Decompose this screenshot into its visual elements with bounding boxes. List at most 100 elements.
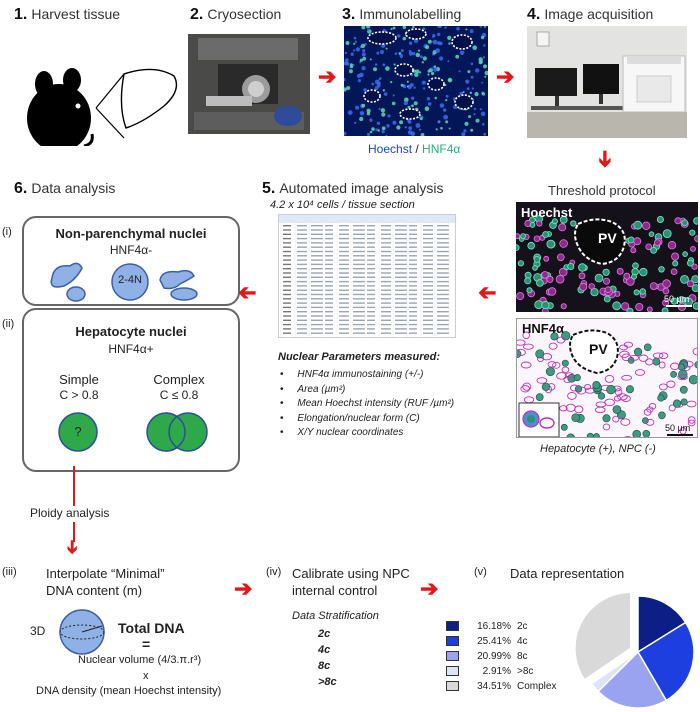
unknown-ploidy-mark: ? <box>74 424 82 439</box>
stratification-title: Data Stratification <box>292 610 379 622</box>
param-item: • HNF4α immunostaining (+/-) <box>280 369 424 380</box>
ploidy-connector-line-2 <box>73 522 75 542</box>
param-item: • X/Y nuclear coordinates <box>280 427 404 438</box>
legend-swatch <box>446 681 459 691</box>
complex-label: Complex <box>153 372 205 387</box>
npc-nucleus-label: 2-4N <box>118 274 142 286</box>
mouse-icon <box>27 68 94 146</box>
npc-nucleus-shape <box>170 287 198 301</box>
threshold-hnf4a-image: HNF4α PV 50 µm <box>516 318 698 438</box>
arrow-3-4: ➔ <box>496 64 515 89</box>
nuclear-volume-formula: Nuclear volume (4/3.π.r³) <box>78 654 202 666</box>
hnf4a-caption: HNF4α <box>422 142 461 156</box>
step-6-heading: 6.Data analysis <box>14 180 115 198</box>
legend-percent: 25.41% <box>477 635 511 647</box>
immunolabelling-image <box>344 26 488 136</box>
step-1-heading: 1.Harvest tissue <box>14 6 120 24</box>
stratum-4c: 4c <box>318 644 331 656</box>
legend-item-gt8c: 2.91% >8c <box>446 665 533 677</box>
microscope-photo <box>527 26 687 138</box>
legend-swatch <box>446 651 459 661</box>
threshold-hnf4a-label: HNF4α <box>522 321 564 336</box>
step-2-heading: 2.Cryosection <box>190 6 281 24</box>
threshold-pv-label: PV <box>598 230 617 246</box>
step-6-number: 6. <box>14 180 28 197</box>
arrow-iii-iv: ➔ <box>234 576 253 601</box>
arrow-ploidy-down: ➔ <box>62 539 83 555</box>
threshold-hoechst-image: Hoechst PV 50 µm <box>516 202 698 312</box>
arrow-iv-v: ➔ <box>420 576 439 601</box>
caption-separator: / <box>412 142 423 156</box>
ploidy-pie-chart <box>574 591 695 709</box>
times-sign: x <box>143 670 149 682</box>
step-3-heading: 3.Immunolabelling <box>342 6 461 24</box>
arrow-2-3: ➔ <box>318 64 337 89</box>
complex-threshold: C ≤ 0.8 <box>159 388 199 402</box>
legend-percent: 2.91% <box>482 665 511 677</box>
param-item: • Elongation/nuclear form (C) <box>280 412 420 424</box>
label-3d: 3D <box>30 624 46 638</box>
spreadsheet-thumbnail <box>278 214 456 338</box>
hepatocyte-nuclei-illustration <box>58 412 208 452</box>
iii-line-2: DNA content (m) <box>46 583 143 598</box>
roman-iii: (iii) <box>2 566 17 578</box>
roman-v: (v) <box>474 566 487 578</box>
param-item: • Mean Hoechst intensity (RUF /µm²) <box>280 398 455 409</box>
pie-slice-complex <box>574 591 632 681</box>
liver-icon <box>120 68 178 129</box>
threshold-scale-bar: 50 µm <box>664 294 690 304</box>
step-5-heading: 5.Automated image analysis <box>262 180 444 198</box>
ploidy-analysis-label: Ploidy analysis <box>30 506 110 520</box>
npc-nuclei-illustration <box>50 262 198 302</box>
iv-line-1: Calibrate using NPC <box>292 566 410 581</box>
legend-label: 8c <box>517 650 528 662</box>
legend-label: Complex <box>517 680 557 692</box>
npc-title: Non-parenchymal nuclei <box>55 226 207 241</box>
sphere-icon <box>59 609 105 655</box>
roman-iv: (iv) <box>266 566 282 578</box>
dna-density-formula: DNA density (mean Hoechst intensity) <box>36 685 222 697</box>
npc-subtitle: HNF4α- <box>109 243 153 257</box>
step-4-heading: 4.Image acquisition <box>527 6 653 24</box>
ploidy-connector-line <box>73 466 75 506</box>
total-dna-label: Total DNA <box>118 620 185 636</box>
cells-per-section-subtitle: 4.2 x 10⁴ cells / tissue section <box>270 199 415 211</box>
step-4-label: Image acquisition <box>544 6 654 22</box>
complex-nucleus-right <box>168 412 208 452</box>
roman-i: (i) <box>2 226 12 238</box>
legend-swatch <box>446 621 459 631</box>
npc-nucleus-shape <box>50 262 83 288</box>
step-5-number: 5. <box>262 180 276 197</box>
legend-label: 2c <box>517 620 528 632</box>
params-list: • HNF4α immunostaining (+/-) • Area (µm²… <box>280 368 454 441</box>
step-3-number: 3. <box>342 6 356 23</box>
step-3-label: Immunolabelling <box>359 6 462 22</box>
params-title: Nuclear Parameters measured: <box>278 351 441 363</box>
stratum-2c: 2c <box>318 628 331 640</box>
legend-label: >8c <box>517 665 534 677</box>
stratum-8c: 8c <box>318 660 331 672</box>
strata-list: 2c 4c 8c >8c <box>318 626 337 690</box>
legend-item-2c: 16.18%2c <box>446 620 528 632</box>
simple-threshold: C > 0.8 <box>59 388 99 402</box>
legend-item-complex: 34.51%Complex <box>446 680 556 692</box>
threshold-protocol-title: Threshold protocol <box>548 183 656 198</box>
npc-box: Non-parenchymal nuclei HNF4α- 2-4N <box>22 216 240 306</box>
mouse-liver-illustration <box>27 68 178 146</box>
immuno-caption: Hoechst / HNF4α <box>368 142 460 156</box>
step-5-label: Automated image analysis <box>279 180 444 196</box>
data-representation-title: Data representation <box>510 566 625 581</box>
threshold-pv-label-2: PV <box>589 341 608 357</box>
hoechst-caption: Hoechst <box>368 142 413 156</box>
npc-nucleus-circle <box>111 263 149 301</box>
pie-slice-gt8c <box>590 651 639 693</box>
hepatocyte-box: Hepatocyte nuclei HNF4α+ Simple C > 0.8 … <box>22 308 240 472</box>
equals-sign: = <box>142 636 151 652</box>
roman-ii: (ii) <box>2 318 15 330</box>
legend-item-8c: 20.99%8c <box>446 650 528 662</box>
param-item: • Area (µm²) <box>280 383 346 395</box>
threshold-caption: Hepatocyte (+), NPC (-) <box>540 443 656 455</box>
simple-nucleus <box>58 412 98 452</box>
hepatocyte-subtitle: HNF4α+ <box>108 342 154 356</box>
